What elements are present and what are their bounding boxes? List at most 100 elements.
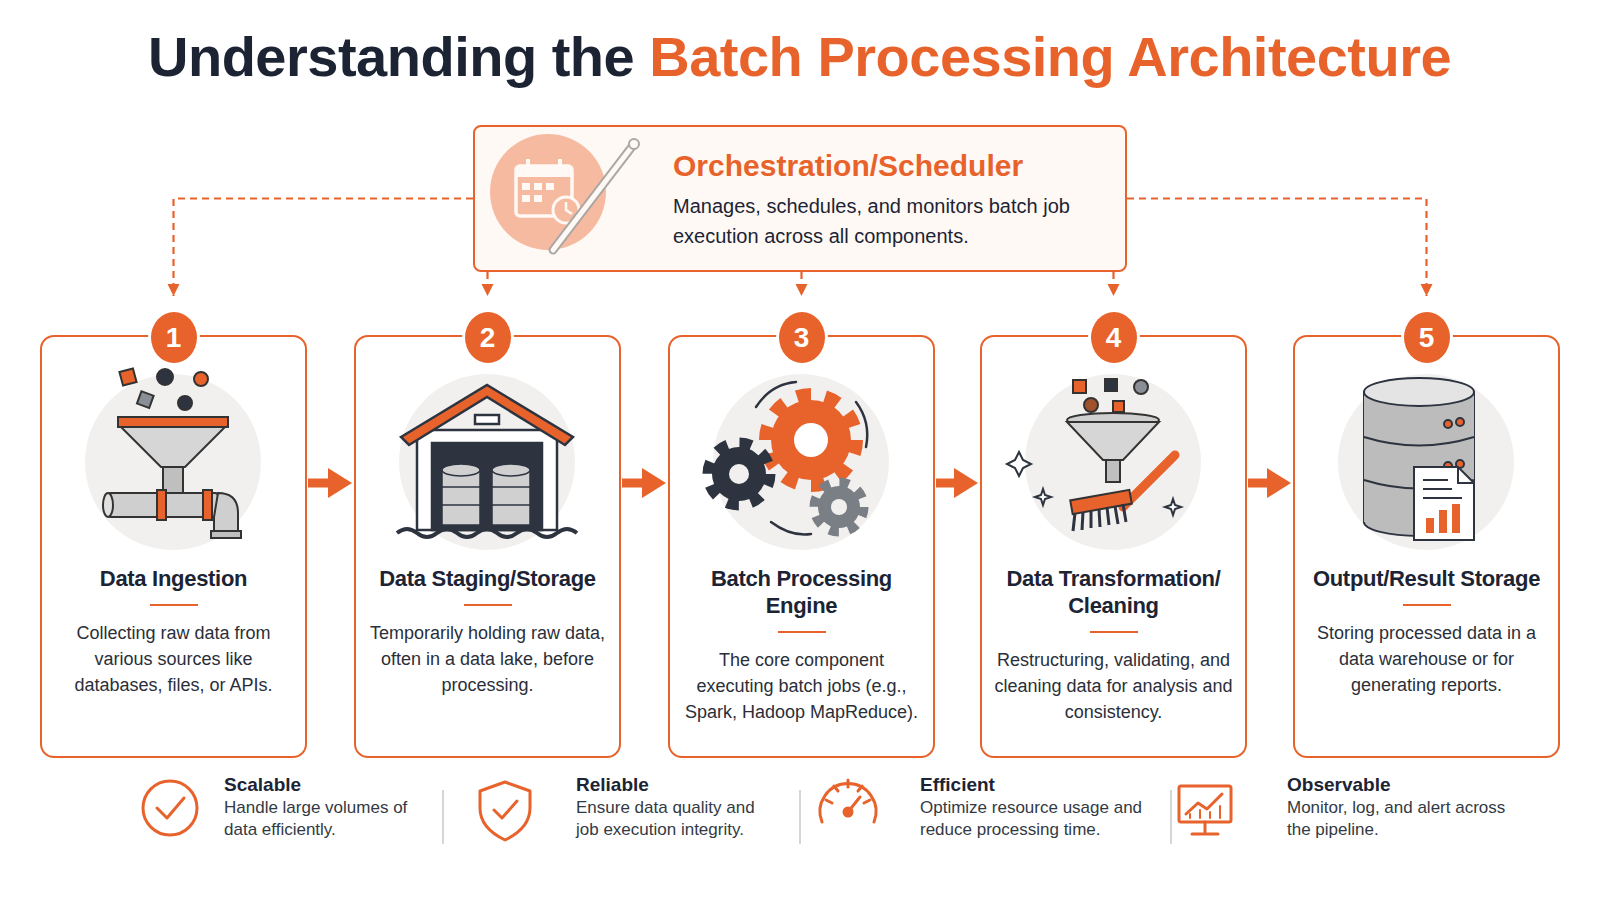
step-number-badge: 1 <box>151 312 197 363</box>
illustration-part <box>157 490 166 520</box>
step-number: 1 <box>166 322 182 354</box>
step-number-badge: 5 <box>1404 312 1450 363</box>
illustration-part <box>442 464 480 476</box>
heading-underline <box>1090 631 1138 633</box>
illustration-part <box>771 522 811 535</box>
illustration-part <box>756 382 867 535</box>
illustration-part <box>815 483 863 531</box>
engine-gears-icon <box>709 382 867 535</box>
illustration-part <box>1115 506 1118 524</box>
box-heading: Data Transformation/ Cleaning <box>994 565 1233 619</box>
illustration-part <box>397 529 577 537</box>
feature-heading: Efficient <box>920 774 1150 796</box>
process-box: Data Transformation/ CleaningRestructuri… <box>980 335 1247 758</box>
ingestion-funnel-icon <box>103 368 241 538</box>
illustration-part <box>480 782 530 840</box>
heading-underline <box>1403 604 1451 606</box>
icon-backdrops <box>85 374 1514 550</box>
illustration-part <box>844 808 852 816</box>
schedule-connector <box>486 272 488 296</box>
cleaning-funnel-icon <box>1007 379 1181 531</box>
process-box: Batch Processing EngineThe core componen… <box>668 335 935 758</box>
illustration-part <box>1025 374 1201 550</box>
illustration-part <box>1165 499 1181 515</box>
illustration-part <box>121 427 225 467</box>
step-number-badge: 3 <box>779 312 825 363</box>
flow-arrow <box>1248 479 1291 488</box>
flow-arrow <box>308 479 352 488</box>
illustration-part <box>1067 422 1159 460</box>
flow-arrow <box>622 479 666 488</box>
illustration-part <box>1070 490 1132 514</box>
illustration-part <box>492 486 530 488</box>
scheduler-box: Orchestration/SchedulerManages, schedule… <box>473 125 1127 272</box>
illustration-part <box>1035 489 1051 505</box>
illustration-part <box>401 385 573 445</box>
illustration-part <box>1423 497 1462 499</box>
illustration-part <box>1186 794 1222 814</box>
illustration-part <box>1426 518 1434 533</box>
illustration-part <box>119 368 136 385</box>
illustration-part <box>417 430 557 530</box>
step-number: 5 <box>1419 322 1435 354</box>
illustration-part <box>1073 513 1075 531</box>
illustration-part <box>442 486 480 488</box>
illustration-part <box>729 464 749 484</box>
illustration-part <box>203 490 212 520</box>
illustration-part <box>1099 509 1100 527</box>
illustration-part <box>771 400 851 480</box>
illustration-part <box>399 374 575 550</box>
illustration-part <box>818 486 860 528</box>
feature-heading: Reliable <box>576 774 786 796</box>
illustration-part <box>214 493 238 533</box>
box-description: Storing processed data in a data warehou… <box>1307 620 1546 698</box>
box-description: Manages, schedules, and monitors batch j… <box>673 191 1105 251</box>
illustration-part <box>1123 504 1126 522</box>
heading-underline <box>464 604 512 606</box>
illustration-part <box>492 504 530 506</box>
illustration-part <box>1456 418 1464 426</box>
box-description: Collecting raw data from various sources… <box>54 620 293 698</box>
illustration-part <box>432 443 542 530</box>
illustration-part <box>442 464 530 525</box>
illustration-part <box>1192 822 1218 834</box>
illustration-part <box>709 444 769 504</box>
illustration-part <box>1007 452 1031 476</box>
schedule-connector <box>800 272 802 296</box>
footer-dividers <box>443 790 1171 844</box>
illustration-part <box>1170 790 1172 844</box>
illustration-part <box>492 464 530 476</box>
staging-warehouse-icon <box>397 385 577 537</box>
step-number-badge: 4 <box>1091 312 1137 363</box>
illustration-part <box>143 781 197 835</box>
illustration-part <box>1073 504 1126 531</box>
illustration-part <box>1084 398 1098 412</box>
illustration-part <box>1444 420 1452 428</box>
feature-heading: Observable <box>1287 774 1517 796</box>
step-number: 4 <box>1106 322 1122 354</box>
illustration-part <box>442 504 480 506</box>
illustration-part <box>1113 401 1124 412</box>
illustration-part <box>178 396 192 410</box>
diagram-title: Understanding the Batch Processing Archi… <box>148 24 1451 89</box>
illustration-part <box>1106 460 1120 482</box>
feature-description: Handle large volumes of data efficiently… <box>224 797 429 841</box>
illustration-part <box>103 493 113 517</box>
illustration-part <box>794 423 828 457</box>
feature-description: Optimize resource usage and reduce proce… <box>920 797 1160 841</box>
box-heading: Output/Result Storage <box>1307 565 1546 592</box>
illustration-part <box>713 374 889 550</box>
illustration-part <box>475 415 499 424</box>
illustration-part <box>1452 504 1460 533</box>
illustration-part <box>831 499 847 515</box>
illustration-part <box>85 374 261 550</box>
box-description: The core component executing batch jobs … <box>682 647 921 725</box>
illustration-part <box>1007 452 1181 515</box>
output-database-icon <box>1364 378 1474 540</box>
box-heading: Orchestration/Scheduler <box>673 149 1105 183</box>
illustration-part <box>1439 510 1447 533</box>
step-number: 2 <box>480 322 496 354</box>
box-heading: Batch Processing Engine <box>682 565 921 619</box>
illustration-part <box>756 382 796 407</box>
illustration-part <box>1090 510 1093 528</box>
